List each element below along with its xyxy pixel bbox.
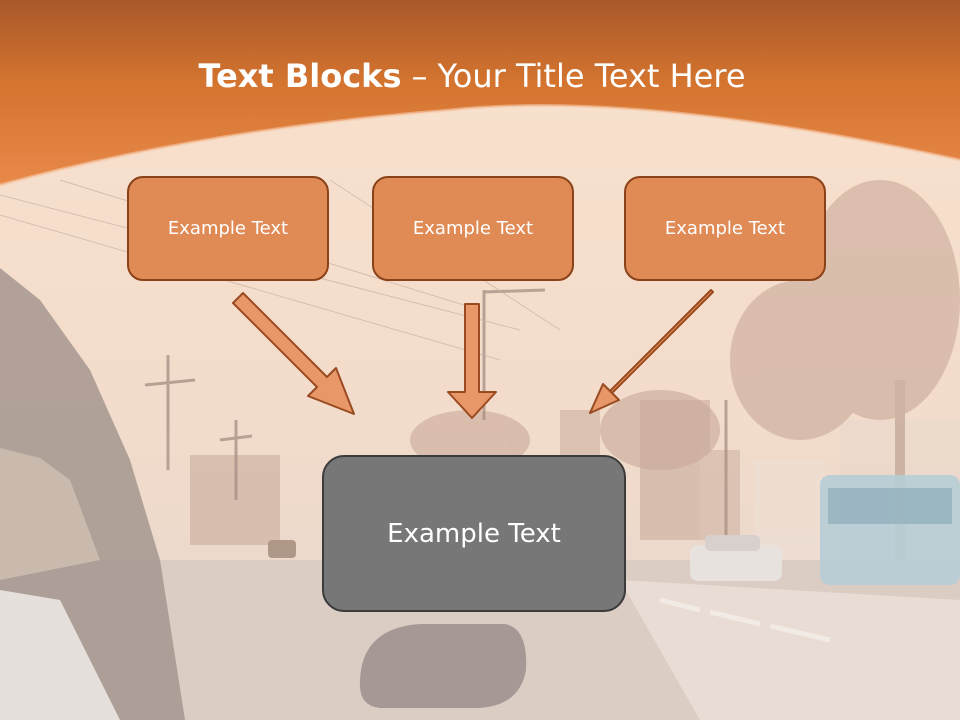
vehicles	[268, 475, 960, 585]
arrow-center	[447, 303, 497, 419]
text-block-center[interactable]: Example Text	[372, 176, 574, 281]
title-dash: –	[411, 57, 428, 95]
text-block-right[interactable]: Example Text	[624, 176, 826, 281]
arrows	[232, 289, 714, 419]
title-bold: Text Blocks	[198, 57, 402, 95]
trees	[410, 180, 960, 600]
arrow-left	[232, 292, 355, 415]
text-block-left[interactable]: Example Text	[127, 176, 329, 281]
arrow-right	[589, 289, 714, 414]
rear-view-mirror	[359, 624, 527, 708]
title-rest: Your Title Text Here	[437, 57, 746, 95]
text-block-result[interactable]: Example Text	[322, 455, 626, 612]
header-band	[0, 0, 960, 185]
slide-title: Text Blocks–Your Title Text Here	[0, 54, 944, 98]
